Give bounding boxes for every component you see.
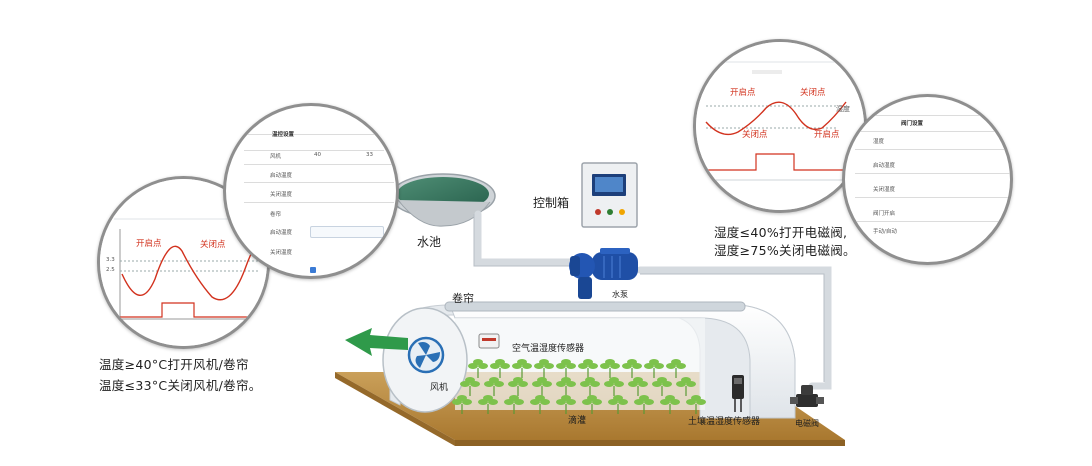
plant-leaf (561, 395, 571, 401)
air-sensor-label: 空气温湿度传感器 (512, 344, 585, 354)
plant-leaf (609, 377, 619, 383)
plant-leaf (587, 395, 597, 401)
water-pump-icon (569, 248, 638, 299)
settings-row: 卷帘 (270, 212, 282, 218)
plant-leaf (539, 359, 549, 365)
humidity-side-label: 湿度 (836, 105, 850, 113)
air-sensor-icon (478, 333, 500, 349)
plant-leaf (483, 395, 493, 401)
valve-settings-header: 阀门设置 (901, 121, 924, 127)
plant-leaf (513, 377, 523, 383)
soil-sensor-icon (732, 375, 744, 412)
plant-leaf (585, 377, 595, 383)
plant-leaf (681, 377, 691, 383)
solenoid-valve-label: 电磁阀 (795, 419, 819, 428)
settings-input[interactable] (310, 226, 384, 238)
settings-row: 启动温度 (270, 230, 293, 236)
irrigation-label: 滴灌 (568, 416, 587, 426)
soil-sensor-label: 土壤温湿度传感器 (688, 417, 761, 427)
plant-leaf (561, 359, 571, 365)
settings-header: 温控设置 (272, 132, 295, 138)
curtain-label: 卷帘 (452, 292, 474, 305)
exhaust-arrow (345, 328, 408, 356)
plant-leaf (583, 359, 593, 365)
plant-leaf (517, 359, 527, 365)
settings-row: 启动温度 (270, 173, 293, 179)
valve-settings-row: 湿度 (873, 139, 885, 145)
plant-leaf (465, 377, 475, 383)
control-cabinet-label: 控制箱 (533, 196, 570, 210)
water-pipes (474, 210, 832, 390)
plant-leaf (509, 395, 519, 401)
marker-open-label: 开启点 (730, 88, 756, 98)
marker-low-label: 关闭点 (200, 240, 226, 250)
plant-leaf (671, 359, 681, 365)
humidity-chart-callout: 开启点 关闭点 关闭点 开启点 湿度 (693, 39, 867, 213)
plant-leaf (665, 395, 675, 401)
left-caption-line2: 温度≤33°C关闭风机/卷帘。 (99, 378, 262, 393)
plant-leaf (649, 359, 659, 365)
plant-leaf (537, 377, 547, 383)
right-caption-line1: 湿度≤40%打开电磁阀, (714, 225, 848, 240)
plant-leaf (473, 359, 483, 365)
left-caption-line1: 温度≥40°C打开风机/卷帘 (99, 357, 249, 372)
plant-leaf (535, 395, 545, 401)
right-caption-line2: 湿度≥75%关闭电磁阀。 (714, 243, 856, 258)
settings-toggle[interactable] (310, 267, 316, 273)
water-pool-label: 水池 (417, 235, 442, 249)
fan-label: 风机 (430, 383, 449, 393)
valve-settings-row: 启动湿度 (873, 163, 896, 169)
axis-value-a: 3.3 (106, 257, 115, 263)
humidity-curve (696, 42, 864, 210)
plant-leaf (495, 359, 505, 365)
plant-leaf (489, 377, 499, 383)
plant-leaf (639, 395, 649, 401)
plant-leaf (605, 359, 615, 365)
valve-settings-footer: 手动/自动 (873, 229, 897, 235)
valve-settings-callout: 阀门设置 湿度 启动湿度 关闭湿度 阀门开启 手动/自动 (842, 94, 1013, 265)
settings-row: 关闭温度 (270, 192, 293, 198)
solenoid-valve-icon (790, 385, 824, 407)
valve-settings-row: 关闭湿度 (873, 187, 896, 193)
plant-leaf (457, 395, 467, 401)
settings-row: 关闭温度 (270, 250, 293, 256)
fan-icon (407, 336, 445, 374)
plant-leaf (613, 395, 623, 401)
plant-leaf (633, 377, 643, 383)
plant-rows (452, 359, 706, 414)
settings-row: 风机 (270, 154, 282, 160)
plant-leaf (691, 395, 701, 401)
pump-label: 水泵 (612, 290, 628, 299)
marker-close-b-label: 开启点 (814, 130, 840, 140)
plant-leaf (561, 377, 571, 383)
marker-close-label: 关闭点 (800, 88, 826, 98)
plant-leaf (657, 377, 667, 383)
marker-high-label: 开启点 (136, 239, 162, 249)
marker-open-b-label: 关闭点 (742, 130, 768, 140)
control-cabinet-icon (581, 162, 638, 228)
settings-value: 40 (314, 152, 321, 158)
plant-leaf (627, 359, 637, 365)
settings-value: 33 (366, 152, 373, 158)
valve-settings-row: 阀门开启 (873, 211, 896, 217)
axis-value-b: 2.5 (106, 267, 115, 273)
temperature-settings-callout: 温控设置 风机 40 33 启动温度 关闭温度 卷帘 启动温度 关闭温度 (223, 103, 399, 279)
